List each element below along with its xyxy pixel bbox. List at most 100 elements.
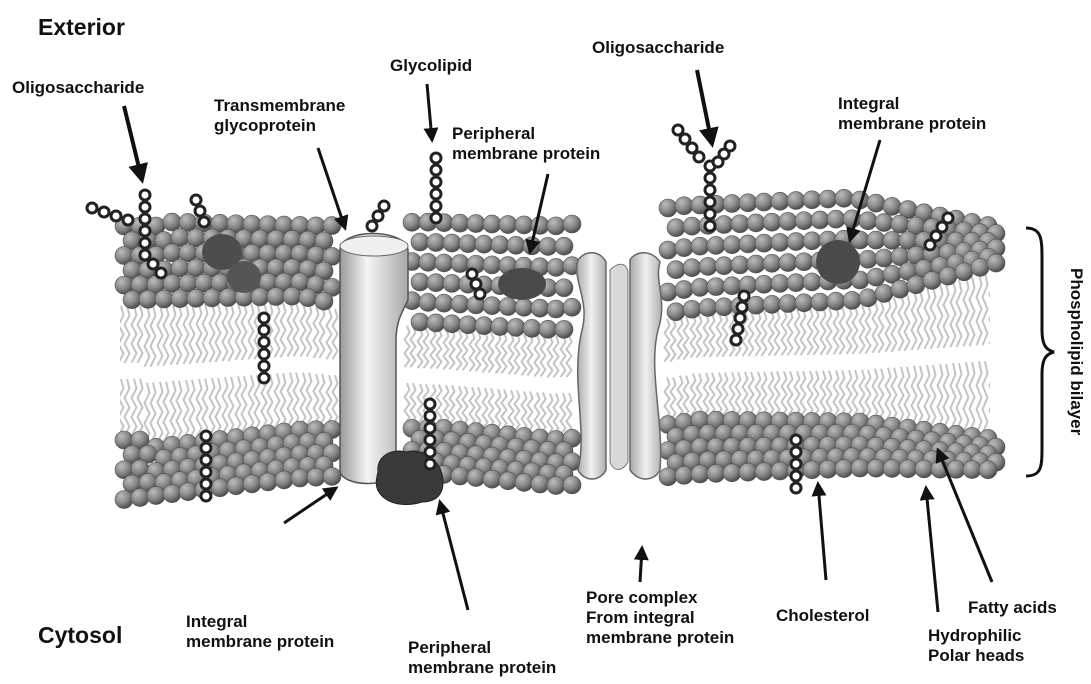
polar-head	[467, 469, 485, 487]
fatty-acid-tail	[158, 382, 163, 443]
fatty-acid-tail	[678, 376, 683, 419]
cholesterol-bead	[259, 325, 269, 335]
polar-head	[851, 231, 869, 249]
polar-head	[243, 475, 261, 493]
phospholipid-bilayer-label: Phospholipid bilayer	[1066, 268, 1086, 435]
glycolipid-bead	[925, 240, 935, 250]
bilayer-brace	[1026, 228, 1054, 476]
polar-head	[459, 316, 477, 334]
fatty-acid-tail	[847, 306, 852, 354]
fatty-acid-tail	[223, 304, 228, 362]
polar-head	[707, 464, 725, 482]
fatty-acid-tail	[281, 302, 286, 357]
fatty-acid-tail	[678, 317, 683, 360]
polar-head	[779, 254, 797, 272]
fatty-acid-tail	[229, 377, 234, 435]
fatty-acid-tail	[496, 389, 501, 430]
fatty-acid-tail	[522, 334, 527, 375]
fatty-acid-tail	[977, 361, 982, 433]
polar-head	[691, 465, 709, 483]
cholesterol-bead	[471, 279, 481, 289]
fatty-acid-tail	[509, 333, 514, 374]
cholesterol-bead	[259, 313, 269, 323]
polar-head	[467, 215, 485, 233]
fatty-acid-tail	[944, 283, 949, 348]
fatty-acid-tail	[892, 298, 897, 352]
fatty-acid-tail	[210, 378, 215, 436]
fatty-acid-tail	[216, 378, 221, 436]
fatty-acid-tail	[769, 310, 774, 355]
fatty-acid-tail	[710, 314, 715, 357]
fatty-acid-tail	[899, 367, 904, 424]
fatty-acid-tail	[509, 390, 514, 431]
fatty-acid-tail	[119, 379, 124, 436]
polar-head	[699, 299, 717, 317]
oligosaccharide-right-bead	[705, 173, 715, 183]
fatty-acid-tail	[723, 373, 728, 417]
polar-head	[411, 233, 429, 251]
polar-head	[819, 460, 837, 478]
polar-head	[763, 295, 781, 313]
fatty-acid-tail	[957, 280, 962, 347]
polar-head	[755, 463, 773, 481]
polar-head	[723, 277, 741, 295]
fatty-acid-tail	[528, 334, 533, 375]
polar-head	[547, 300, 565, 318]
fatty-acid-tail	[853, 306, 858, 354]
polar-head	[219, 289, 237, 307]
cholesterol-bead	[201, 479, 211, 489]
polar-head	[875, 249, 893, 267]
fatty-acid-tail	[249, 303, 254, 359]
polar-head	[275, 471, 293, 489]
oligosaccharide-right-bead	[705, 197, 715, 207]
polar-head	[795, 253, 813, 271]
polar-head	[483, 470, 501, 488]
pore-complex-label: Pore complex From integral membrane prot…	[586, 588, 734, 648]
polar-head	[483, 215, 501, 233]
fatty-acid-tail	[203, 379, 208, 438]
fatty-acid-tail	[301, 303, 306, 356]
polar-head	[323, 467, 341, 485]
glycolipid-bead	[431, 165, 441, 175]
peripheral-membrane-protein-top	[498, 268, 546, 300]
fatty-acid-tail	[476, 387, 481, 427]
polar-head	[475, 235, 493, 253]
polar-head	[531, 475, 549, 493]
fatty-acid-tail	[554, 393, 559, 435]
fatty-acid-tail	[288, 302, 293, 356]
cholesterol-bead	[201, 455, 211, 465]
fatty-acid-tail	[320, 306, 325, 358]
polar-head	[811, 293, 829, 311]
arrow-integral-bottom	[284, 488, 336, 523]
fatty-acid-tail	[814, 308, 819, 355]
polar-head	[547, 258, 565, 276]
polar-head	[187, 289, 205, 307]
polar-head	[419, 293, 437, 311]
glycolipid-bead	[195, 206, 205, 216]
lower-polar-heads	[115, 411, 1005, 509]
fatty-acid-tail	[860, 305, 865, 354]
polar-head	[531, 299, 549, 317]
polar-head	[427, 314, 445, 332]
fatty-acid-tail	[808, 308, 813, 355]
fatty-acid-tail	[223, 377, 228, 435]
polar-head	[435, 254, 453, 272]
fatty-acid-tail	[697, 374, 702, 417]
fatty-acid-tail	[242, 303, 247, 360]
fatty-acid-tail	[938, 283, 943, 348]
fatty-acid-tail	[775, 372, 780, 417]
fatty-acid-tail	[307, 373, 312, 426]
fatty-acid-tail	[184, 380, 189, 439]
polar-head	[691, 237, 709, 255]
fatty-acid-tail	[411, 383, 416, 424]
cholesterol-bead	[425, 411, 435, 421]
polar-head	[787, 274, 805, 292]
fatty-acid-tail	[158, 305, 163, 366]
fatty-acid-tail	[522, 391, 527, 432]
fatty-acid-tail	[561, 335, 566, 377]
fatty-acid-tail	[145, 305, 150, 366]
fatty-acid-tail	[996, 360, 1001, 435]
fatty-acid-tail	[242, 376, 247, 433]
polar-head	[131, 489, 149, 507]
polar-head	[843, 291, 861, 309]
